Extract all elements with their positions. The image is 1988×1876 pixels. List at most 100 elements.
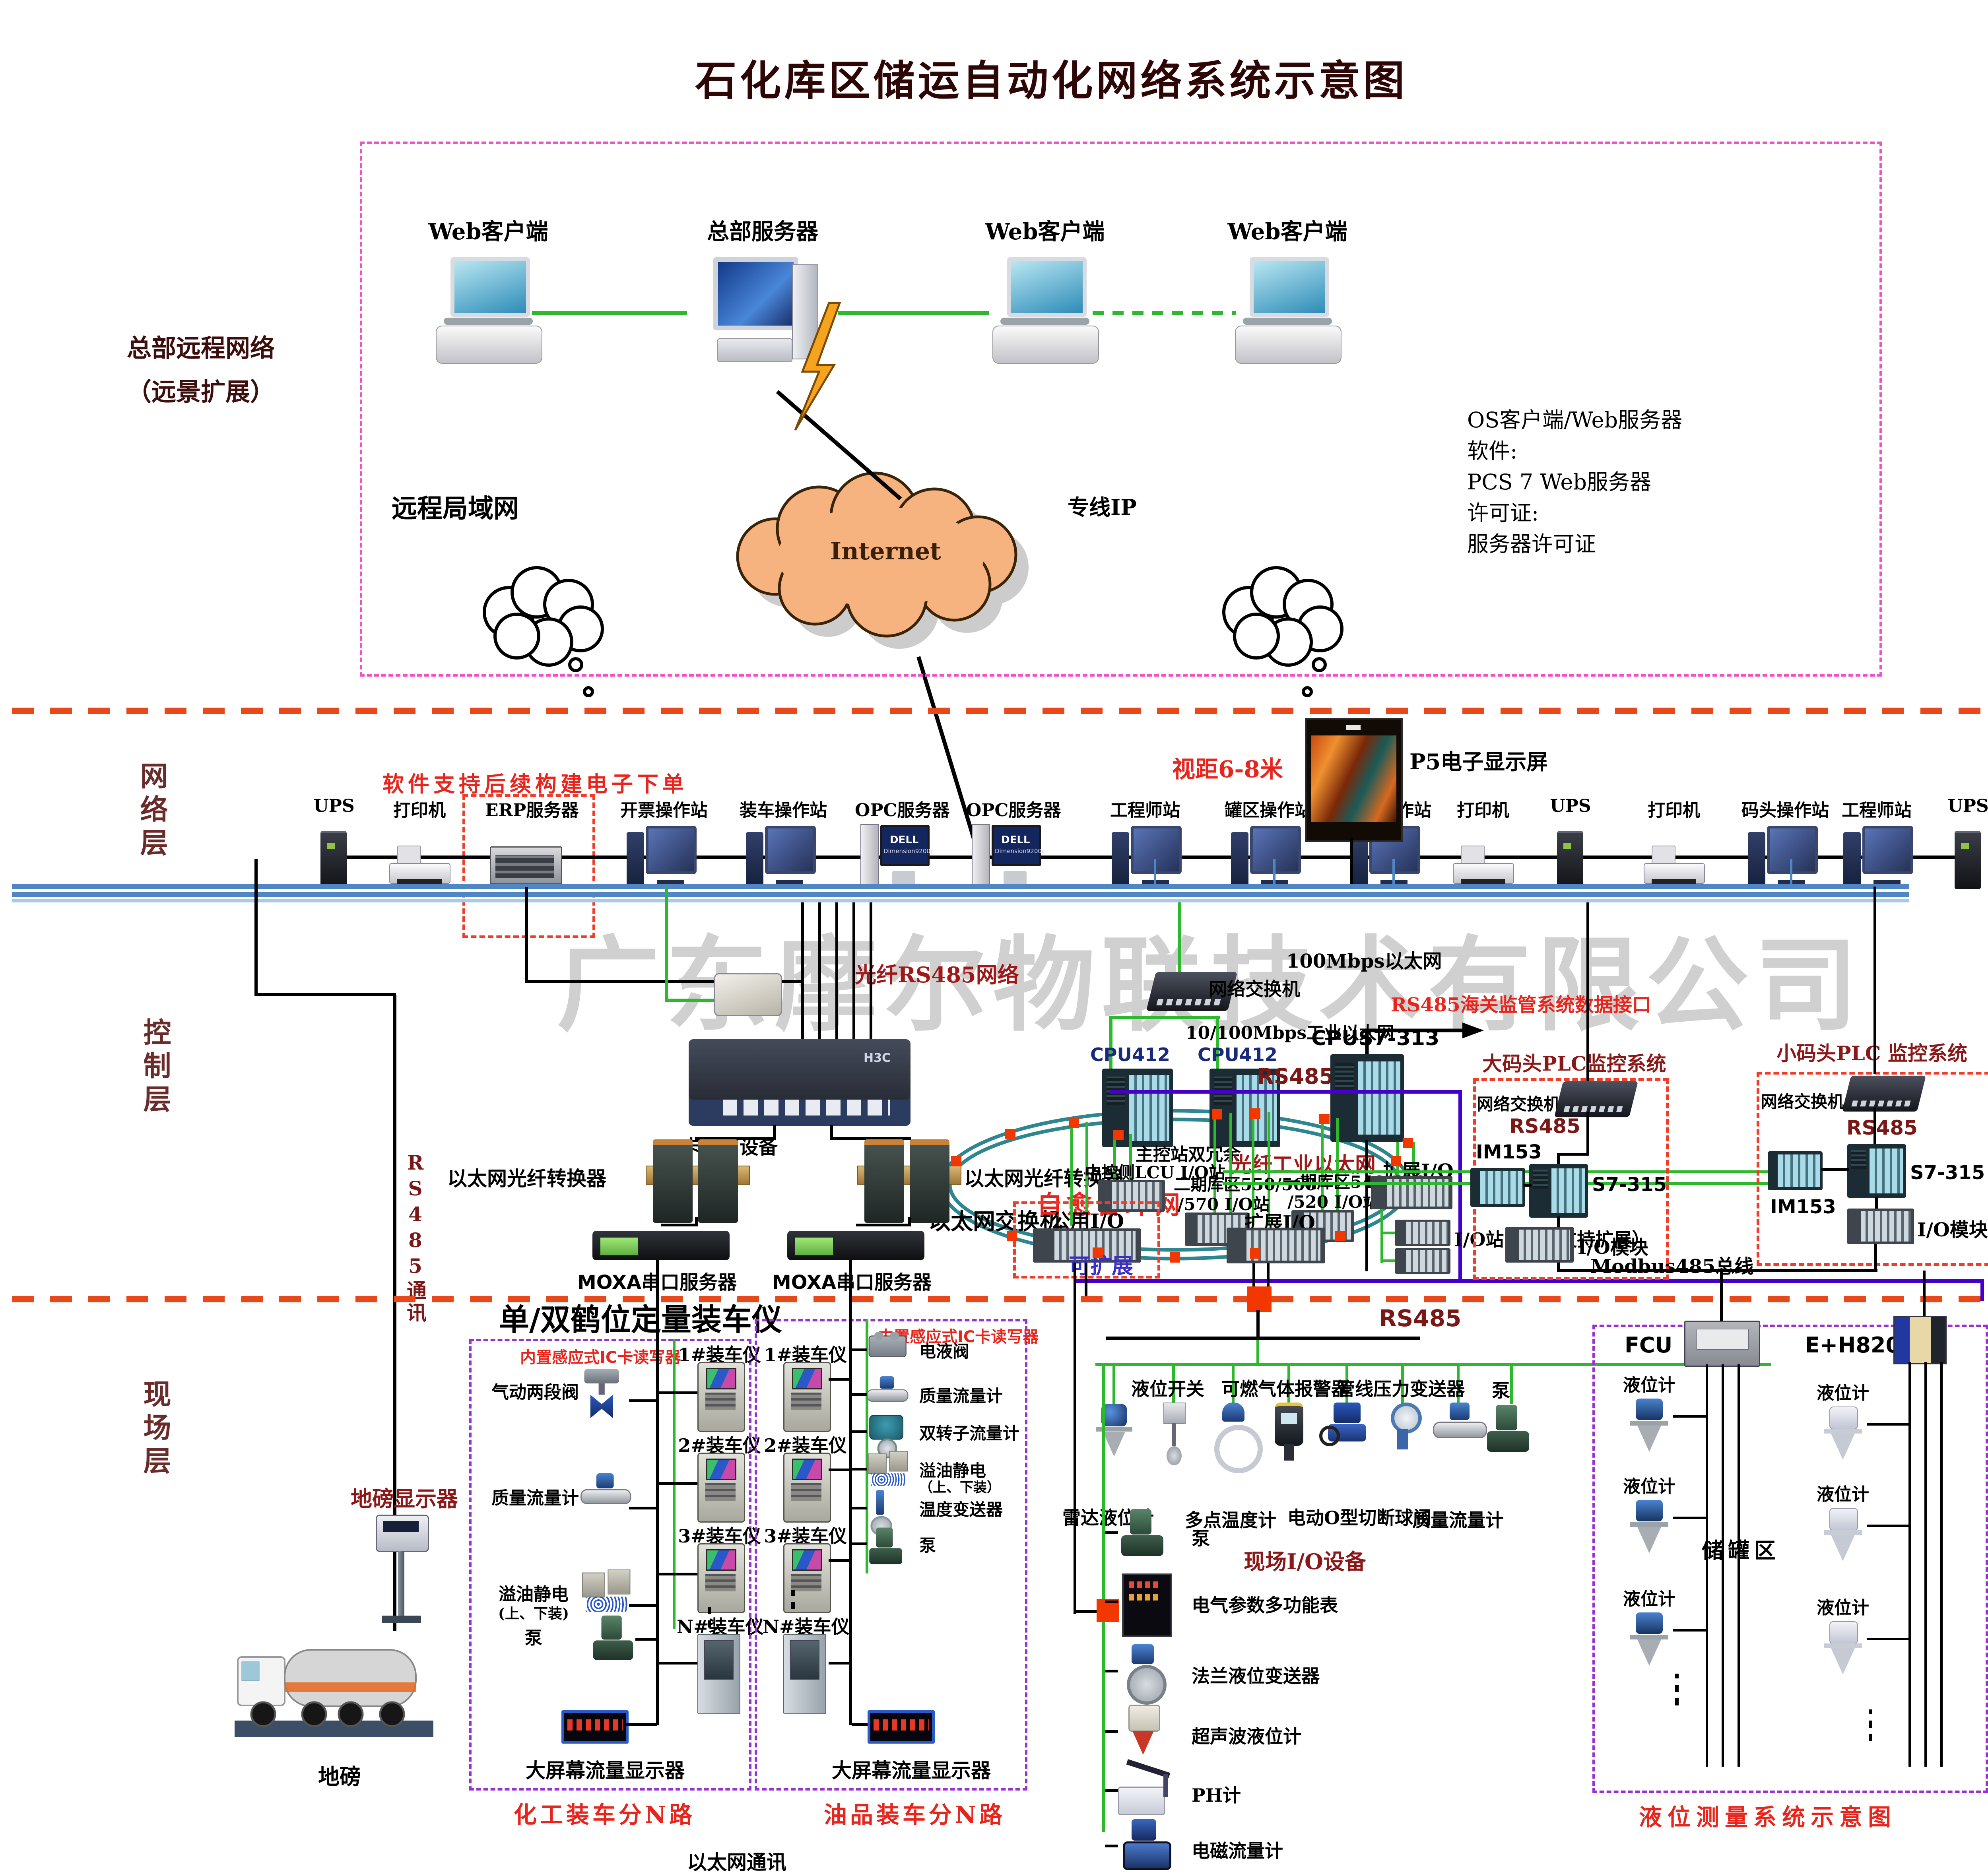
- os-note-line: OS客户端/Web服务器: [1467, 407, 1683, 433]
- label-text: 可燃气体报警器: [1221, 1378, 1349, 1400]
- io-module-icon: [1505, 1227, 1574, 1263]
- hq-computer-label: Web客户端: [985, 219, 1105, 245]
- ring-node: [1319, 1114, 1330, 1124]
- dock-big-rs485-label: RS485: [1509, 1115, 1580, 1138]
- erp-highlight-box: [462, 794, 595, 938]
- dock-small-title: 小码头PLC 监控系统: [1776, 1042, 1967, 1065]
- network-device-label: UPS: [1947, 796, 1988, 816]
- instrument-icon: [1261, 1403, 1317, 1500]
- dock-big-s7-label: S7-315: [1592, 1174, 1667, 1196]
- wire: [1345, 1366, 1348, 1404]
- wire: [1229, 1113, 1232, 1213]
- dock-big-im153-label: IM153: [1476, 1141, 1542, 1163]
- oil-instrument: 溢油静电 （上、下装）: [851, 1451, 1026, 1499]
- device-icon: [620, 824, 700, 889]
- wire: [659, 1391, 697, 1394]
- instrument-sublabel: (上、下装): [498, 1605, 569, 1622]
- wire: [629, 1399, 657, 1402]
- customs-interface-note: RS485海关监管系统数据接口: [1391, 994, 1651, 1016]
- io-station-label: 中控侧LCU I/O站: [1085, 1163, 1225, 1182]
- level-gauge-icon: [1617, 1612, 1681, 1672]
- io-rack-icon: [1371, 1176, 1452, 1209]
- level-gauge-icon: [1617, 1500, 1681, 1560]
- fiber-rs485-label: 光纤RS485网络: [855, 962, 1019, 987]
- wire: [1109, 1016, 1220, 1019]
- weighbridge-truck: [235, 1649, 433, 1737]
- field-instrument: [1261, 1403, 1317, 1500]
- wire: [1093, 311, 1236, 315]
- device-icon: [855, 824, 934, 889]
- wire: [254, 993, 396, 996]
- meter-body: [783, 1453, 831, 1523]
- network-device: 开票操作站: [620, 796, 708, 889]
- wire: [1673, 1415, 1706, 1418]
- ring-node: [1391, 1156, 1401, 1166]
- hq-computer: Web客户端: [981, 214, 1109, 390]
- wire: [1457, 1366, 1460, 1404]
- ring-node: [1212, 1109, 1222, 1119]
- ring-node: [1093, 1247, 1103, 1258]
- continuation-dots: [1675, 1674, 1679, 1705]
- wire: [1557, 1216, 1560, 1228]
- p5-led-screen: [1305, 718, 1403, 842]
- wire: [1383, 1259, 1396, 1262]
- wire: [1412, 1142, 1415, 1176]
- instrument-icon: [867, 1414, 910, 1459]
- label-text: 泵: [1492, 1380, 1510, 1401]
- instrument-icon: [590, 1613, 643, 1693]
- eh-label: E+H820: [1805, 1333, 1901, 1358]
- fiber-converter-left-label: 以太网光纤转换器: [447, 1163, 606, 1191]
- wire: [1216, 1016, 1219, 1070]
- modbus-label: Modbus485总线: [1590, 1255, 1754, 1278]
- wire: [1365, 1140, 1368, 1271]
- continuation-dots: [708, 1604, 711, 1628]
- chem-instrument: 气动两段阀: [491, 1368, 643, 1451]
- network-device: 打印机: [1634, 796, 1714, 889]
- instrument-icon: [1375, 1403, 1431, 1500]
- device-icon: [1928, 824, 1988, 889]
- ethernet-backbone: [12, 892, 1909, 897]
- wire: [1112, 1366, 1115, 1404]
- instrument-label: 超声波液位计: [1192, 1726, 1301, 1747]
- wire: [1720, 1271, 1723, 1322]
- meter-body: [697, 1362, 745, 1432]
- net-switch-label: 网络交换机: [1209, 978, 1300, 1000]
- ring-node: [1250, 1108, 1260, 1119]
- oil-instrument: 泵: [851, 1526, 1026, 1573]
- big-led-display-icon: [561, 1710, 629, 1744]
- ethernet-comm-label: 以太网通讯: [687, 1851, 786, 1874]
- hq-computer-label: Web客户端: [428, 219, 548, 245]
- field-instrument: [1086, 1403, 1142, 1500]
- device-icon: [1225, 824, 1304, 889]
- network-device-label: 装车操作站: [740, 800, 827, 821]
- wire: [1129, 1134, 1132, 1180]
- tank-area-label: 储罐区: [1702, 1538, 1780, 1563]
- chain-instrument: 法兰液位变送器: [1118, 1644, 1365, 1716]
- eh820-device-icon: [1893, 1316, 1947, 1364]
- wire: [1172, 1366, 1175, 1404]
- instrument-label: 溢油静电: [919, 1461, 986, 1480]
- hq-zone-label-2: （远景扩展）: [126, 377, 275, 406]
- instrument-label: 质量流量计: [919, 1386, 1003, 1406]
- wire: [1154, 859, 1156, 885]
- field-instrument-label: 质量流量计: [1412, 1506, 1504, 1532]
- wire: [665, 887, 668, 1002]
- dell-model: Dimension9200c: [995, 848, 1045, 855]
- wire: [1673, 1517, 1706, 1519]
- continuation-dots: [791, 1590, 795, 1609]
- instrument-icon: [867, 1332, 910, 1369]
- internet-cloud: [736, 471, 1017, 638]
- device-icon: [1531, 824, 1610, 889]
- wire: [1738, 1364, 1740, 1767]
- control-layer-label: 控制层: [139, 1018, 171, 1118]
- computer-icon: [707, 257, 818, 390]
- network-layer-label: 网络层: [136, 761, 168, 861]
- label-text: 电动O型切断球阀: [1287, 1507, 1432, 1529]
- rs485-low-label: RS485: [1379, 1305, 1462, 1332]
- wire: [830, 1125, 833, 1139]
- wire: [1287, 1366, 1290, 1404]
- network-device: ERP服务器: [485, 796, 579, 889]
- wire: [1321, 1118, 1324, 1210]
